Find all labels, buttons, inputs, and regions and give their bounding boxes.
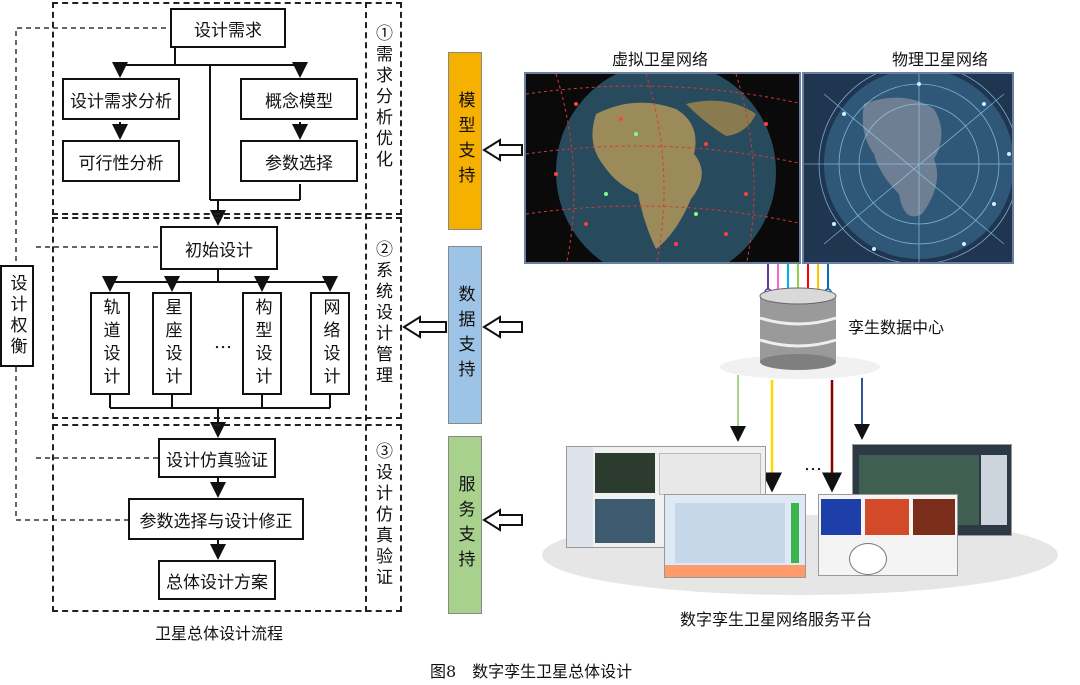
- flow-caption: 卫星总体设计流程: [155, 624, 284, 643]
- hollow-arrow-model: [482, 138, 523, 162]
- feasibility-box: 可行性分析: [62, 140, 180, 182]
- stage-region-1: [52, 2, 402, 215]
- tradeoff-box: 设计权衡: [0, 265, 34, 367]
- requirement-box: 设计需求: [170, 8, 286, 48]
- model-support-bar: 模型支持: [448, 52, 482, 230]
- sim-verify-box: 设计仿真验证: [158, 438, 276, 478]
- database-icon: [720, 287, 880, 379]
- virtual-network-title: 虚拟卫星网络: [612, 50, 709, 69]
- concept-model-box: 概念模型: [240, 78, 358, 120]
- stage-divider: [365, 2, 367, 612]
- config-design-box: 构型设计: [242, 292, 282, 395]
- param-revise-box: 参数选择与设计修正: [128, 498, 304, 540]
- physical-network-title: 物理卫星网络: [892, 50, 989, 69]
- data-center-label: 孪生数据中心: [848, 318, 945, 337]
- data-support-bar: 数据支持: [448, 246, 482, 424]
- platform-screen-4: [818, 494, 958, 576]
- final-scheme-box: 总体设计方案: [158, 560, 276, 600]
- stage-label-2: ②系统设计管理: [372, 240, 392, 387]
- platform-dots: …: [804, 454, 822, 475]
- virtual-network-image: [524, 72, 801, 264]
- stage-label-1: ①需求分析优化: [372, 24, 392, 171]
- stage-region-2: [52, 217, 402, 419]
- constellation-design-box: 星座设计: [152, 292, 192, 395]
- initial-design-box: 初始设计: [160, 226, 278, 270]
- req-analysis-box: 设计需求分析: [62, 78, 180, 120]
- figure-caption: 图8 数字孪生卫星总体设计: [430, 662, 633, 681]
- param-select-box: 参数选择: [240, 140, 358, 182]
- physical-network-image: [802, 72, 1014, 264]
- platform-label: 数字孪生卫星网络服务平台: [680, 610, 873, 629]
- orbit-design-box: 轨道设计: [90, 292, 130, 395]
- stage-label-3: ③设计仿真验证: [372, 442, 392, 589]
- stage-region-3: [52, 424, 402, 612]
- platform-screen-2: [664, 494, 806, 578]
- service-support-bar: 服务支持: [448, 436, 482, 614]
- network-design-box: 网络设计: [310, 292, 350, 395]
- ellipsis-text: …: [214, 332, 232, 353]
